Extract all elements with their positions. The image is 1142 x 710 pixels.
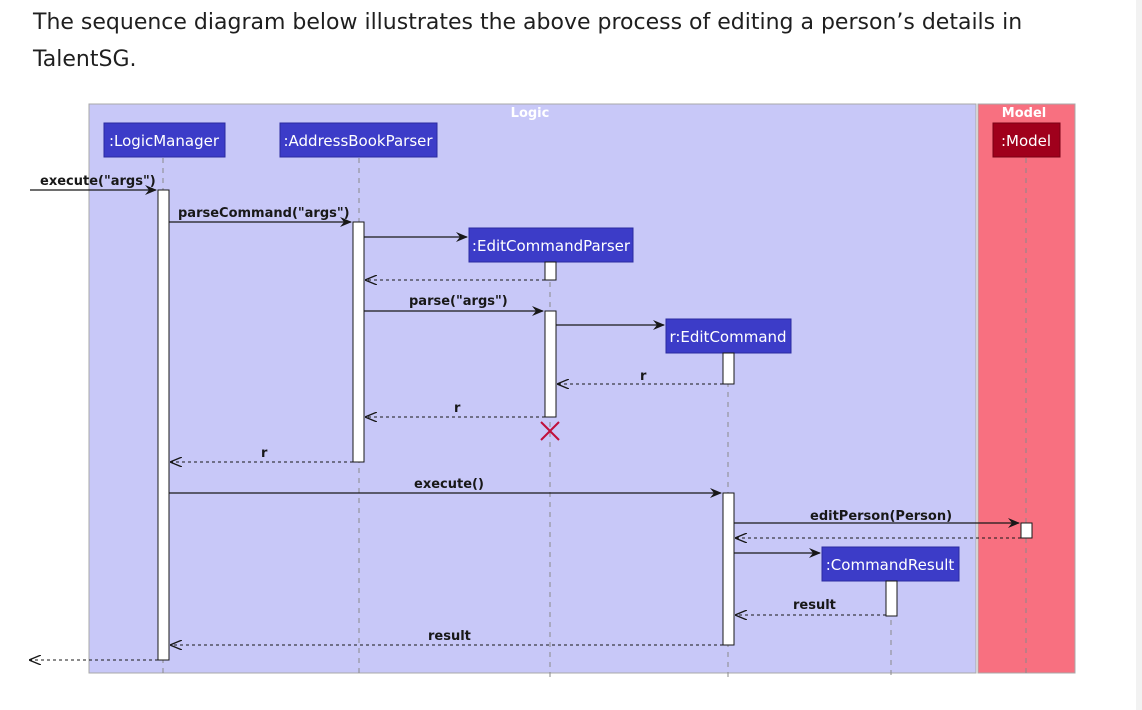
activation-command-result [885, 580, 898, 617]
participant-edit-command-parser-label: :EditCommandParser [472, 237, 631, 255]
label-return-r-address-book-parser: r [261, 446, 268, 461]
activation-edit-command-parser-1 [544, 261, 557, 281]
participant-command-result-label: :CommandResult [826, 556, 955, 574]
participant-edit-command [665, 318, 792, 354]
participant-command-result [821, 546, 960, 582]
participant-edit-command-label: r:EditCommand [669, 328, 786, 346]
label-execute-args: execute("args") [40, 174, 156, 189]
logic-box-label: Logic [511, 106, 550, 121]
label-execute: execute() [414, 477, 484, 492]
participant-address-book-parser [279, 122, 438, 158]
activation-edit-command-2 [722, 492, 735, 646]
intro-text: The sequence diagram below illustrates t… [33, 10, 1023, 72]
destroy-mark [540, 421, 560, 441]
page-scrollbar[interactable] [1136, 0, 1142, 710]
model-box-label: Model [1002, 106, 1046, 121]
activation-logic-manager [157, 189, 170, 661]
label-return-r-parser: r [454, 401, 461, 416]
participant-address-book-parser-label: :AddressBookParser [283, 132, 433, 150]
logic-box [88, 103, 977, 674]
label-parse-command: parseCommand("args") [178, 206, 350, 221]
label-return-r-edit-command: r [640, 369, 647, 384]
participant-logic-manager [103, 122, 226, 158]
participant-model-label: :Model [1001, 132, 1051, 150]
participant-edit-command-parser [468, 227, 634, 263]
label-return-result-command-result: result [793, 598, 836, 613]
label-edit-person: editPerson(Person) [810, 509, 952, 524]
activation-address-book-parser [352, 221, 365, 463]
label-return-result-edit-command: result [428, 629, 471, 644]
label-parse-args: parse("args") [409, 294, 508, 309]
activation-edit-command-1 [722, 352, 735, 385]
participant-logic-manager-label: :LogicManager [109, 132, 220, 150]
activation-model [1020, 522, 1033, 539]
activation-edit-command-parser-2 [544, 310, 557, 418]
participant-model [992, 122, 1061, 158]
